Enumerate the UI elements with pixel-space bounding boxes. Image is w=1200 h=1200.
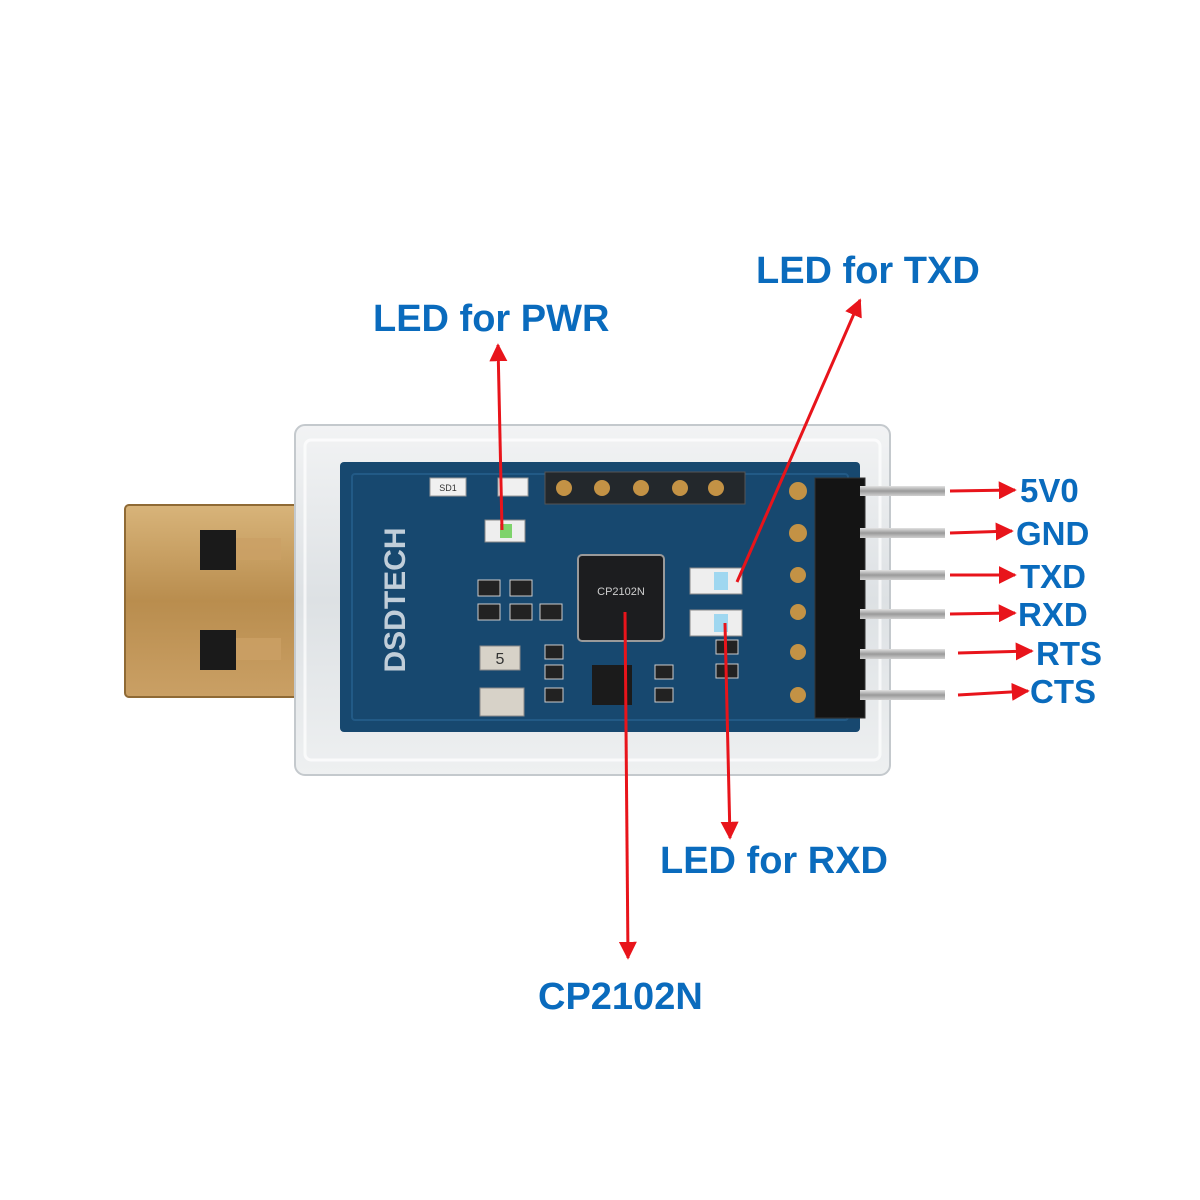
pin-label-txd: TXD [1020, 558, 1086, 595]
pin-label-gnd: GND [1016, 515, 1090, 552]
pin-label-5v0: 5V0 [1020, 472, 1079, 509]
label-led-rxd: LED for RXD [660, 840, 888, 882]
pin-label-rts: RTS [1036, 635, 1102, 672]
label-chip: CP2102N [538, 976, 703, 1018]
arrow-led-rxd [720, 622, 739, 840]
pin-label-cts: CTS [1030, 673, 1096, 710]
arrow-pin-rxd [949, 604, 1017, 623]
sd1-marking: SD1 [439, 483, 457, 493]
brand-silkscreen: DSDTECH [379, 527, 412, 672]
arrow-pin-gnd [949, 522, 1014, 541]
arrow-chip [618, 611, 637, 960]
arrow-pin-rts [957, 642, 1034, 661]
cp2102n-chip [577, 554, 665, 642]
arrow-led-txd [735, 298, 862, 583]
arrow-pin-5v0 [949, 481, 1017, 500]
usb-plug [124, 504, 321, 698]
pin-label-rxd: RXD [1018, 596, 1088, 633]
callout-arrows [489, 298, 1034, 960]
pin-header [814, 477, 945, 719]
arrow-pin-cts [957, 682, 1030, 701]
label-led-txd: LED for TXD [756, 250, 980, 292]
pcb-board: DSDTECH SD1 5 CP2102N [340, 462, 860, 732]
label-led-pwr: LED for PWR [373, 298, 610, 340]
five-marking: 5 [496, 651, 505, 668]
arrow-led-pwr [489, 343, 508, 531]
chip-marking: CP2102N [597, 586, 645, 598]
